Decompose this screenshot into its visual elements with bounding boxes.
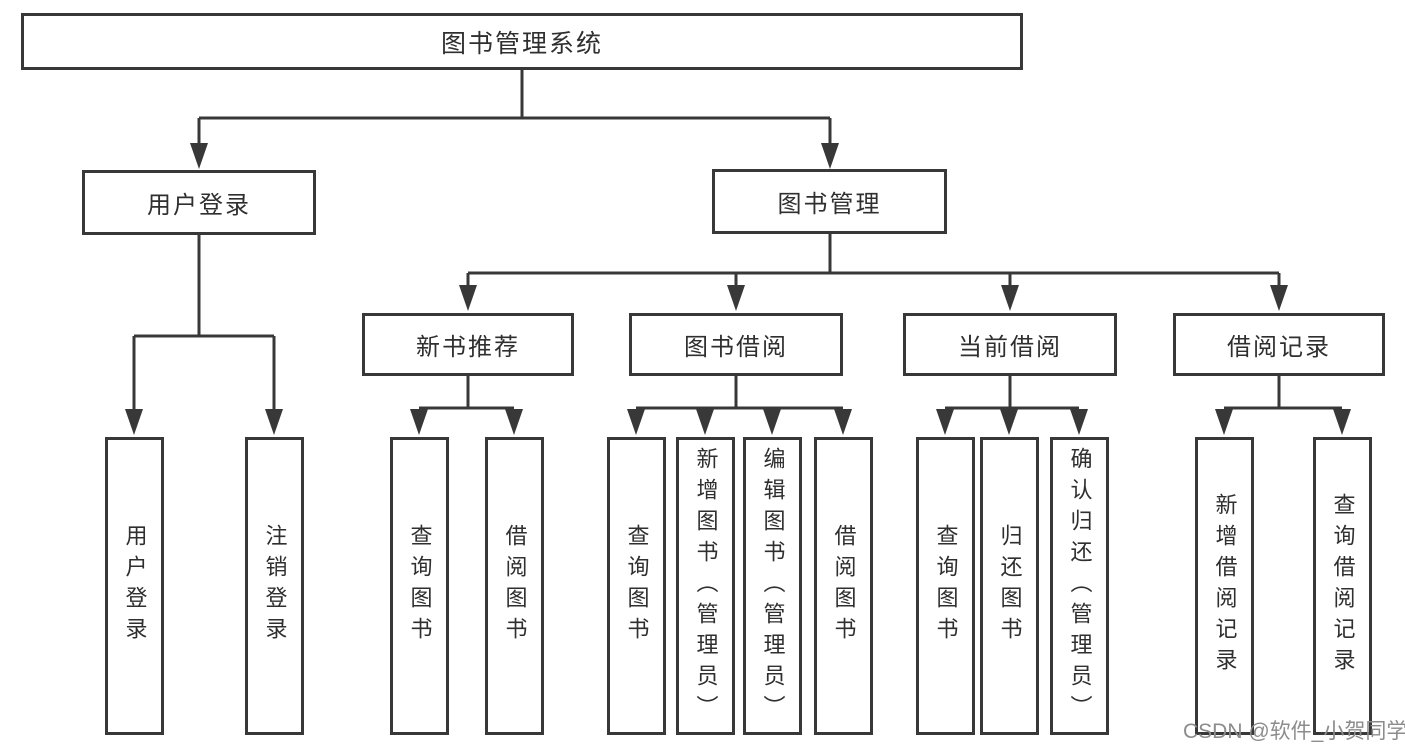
leaf-borrow-query-books: 查询图书 <box>607 437 666 735</box>
arrowhead-down <box>696 409 714 435</box>
arrowhead-down <box>505 409 523 435</box>
leaf-borrow-books: 借阅图书 <box>814 437 873 735</box>
node-user-login: 用户登录 <box>82 170 316 235</box>
connector-group-recommend <box>419 376 514 410</box>
leaf-logout: 注销登录 <box>245 437 304 735</box>
arrowhead-down <box>763 409 781 435</box>
arrowhead-down <box>936 409 954 435</box>
node-root-system: 图书管理系统 <box>21 13 1023 70</box>
arrowhead-down <box>1215 409 1233 435</box>
leaf-current-query-books: 查询图书 <box>916 437 975 735</box>
leaf-recommend-borrow-books: 借阅图书 <box>485 437 544 735</box>
leaf-confirm-return-admin: 确认归还（管理员） <box>1050 437 1109 735</box>
csdn-watermark: CSDN @软件_小贺同学 <box>1183 720 1405 743</box>
leaf-add-borrow-record: 新增借阅记录 <box>1195 437 1254 735</box>
leaf-add-books-admin: 新增图书（管理员） <box>676 437 735 735</box>
arrowhead-down <box>727 285 745 311</box>
leaf-user-login: 用户登录 <box>105 437 164 735</box>
connector-group-borrow <box>636 376 843 410</box>
arrowhead-down <box>125 409 143 435</box>
leaf-edit-books-admin: 编辑图书（管理员） <box>743 437 802 735</box>
arrowhead-down <box>1270 285 1288 311</box>
arrowhead-down <box>190 143 208 169</box>
arrowhead-down <box>834 409 852 435</box>
arrowhead-down <box>1001 285 1019 311</box>
node-current-borrow: 当前借阅 <box>903 313 1117 376</box>
arrowhead-down <box>627 409 645 435</box>
arrowhead-down <box>1000 409 1018 435</box>
arrowhead-down <box>265 409 283 435</box>
leaf-recommend-query-books: 查询图书 <box>390 437 449 735</box>
connector-group-records <box>1224 376 1342 410</box>
arrowhead-down <box>459 285 477 311</box>
connector-user-login <box>132 234 276 410</box>
arrowhead-down <box>410 409 428 435</box>
arrowhead-down <box>1070 409 1088 435</box>
leaf-query-borrow-record: 查询借阅记录 <box>1313 437 1372 735</box>
node-book-management: 图书管理 <box>712 169 947 234</box>
node-book-borrow: 图书借阅 <box>629 313 843 376</box>
node-new-book-recommend: 新书推荐 <box>362 313 574 376</box>
connector-root <box>197 69 832 144</box>
leaf-return-books: 归还图书 <box>980 437 1039 735</box>
node-borrow-records: 借阅记录 <box>1173 313 1385 376</box>
arrowhead-down <box>1333 409 1351 435</box>
connector-group-current <box>945 376 1079 410</box>
connector-book-management <box>466 233 1281 288</box>
arrowhead-down <box>821 143 839 169</box>
